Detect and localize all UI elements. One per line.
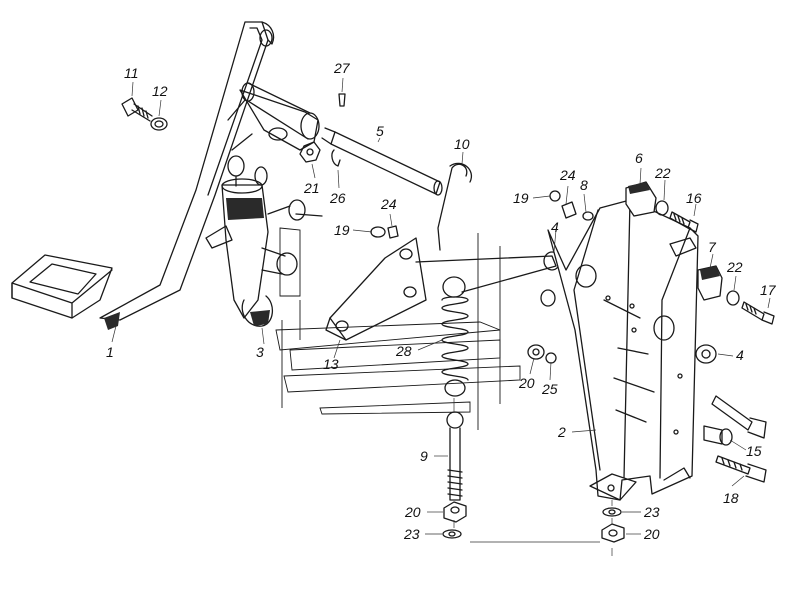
bolt-part-16 (669, 211, 699, 233)
label-part-11: 11 (124, 65, 139, 81)
nut-part-20-right (601, 523, 625, 543)
pin-part-24-right (561, 201, 577, 219)
label-part-3: 3 (256, 344, 264, 360)
label-part-9: 9 (420, 448, 428, 464)
bolt-part-11 (121, 97, 153, 122)
label-part-7: 7 (708, 239, 717, 255)
bolt-part-15 (703, 425, 733, 446)
label-part-19-right: 19 (513, 190, 529, 206)
buffer-part-6 (625, 181, 657, 217)
label-part-23-bottom: 23 (403, 526, 420, 542)
label-part-5: 5 (376, 123, 384, 139)
washer-part-22-right (726, 290, 740, 306)
frame-outline (275, 227, 521, 430)
label-part-23-right: 23 (643, 504, 660, 520)
washer-part-23-right (602, 507, 622, 517)
buffer-part-7 (697, 265, 723, 301)
washer-part-12 (150, 117, 168, 131)
washer-part-8 (582, 211, 594, 221)
linkage-rod (415, 251, 561, 307)
pin-part-24-left (387, 225, 399, 239)
label-part-4-top: 4 (551, 219, 559, 235)
label-part-25: 25 (541, 381, 558, 397)
label-part-4-right: 4 (736, 347, 744, 363)
bolt-part-18 (715, 455, 767, 483)
label-part-12: 12 (152, 83, 168, 99)
label-part-22-right: 22 (726, 259, 743, 275)
label-part-6: 6 (635, 150, 643, 166)
washer-part-23-bottom (442, 529, 462, 539)
washer-part-25 (545, 352, 557, 364)
label-part-20-mid: 20 (518, 375, 535, 391)
label-part-15: 15 (746, 443, 762, 459)
shaft-part-5 (321, 127, 443, 196)
label-part-20-right: 20 (643, 526, 660, 542)
label-part-17: 17 (760, 282, 777, 298)
label-part-2: 2 (557, 424, 566, 440)
washer-part-4 (695, 344, 717, 364)
label-part-19-left: 19 (334, 222, 350, 238)
pedal-arm-part-1 (11, 21, 275, 330)
washer-part-22-top (655, 200, 669, 216)
washer-part-19-left (370, 226, 386, 238)
label-part-10: 10 (454, 136, 470, 152)
label-part-1: 1 (106, 344, 114, 360)
label-part-13: 13 (323, 356, 339, 372)
cotter-pin-part-26 (331, 149, 341, 167)
washer-part-19-right (549, 190, 561, 202)
label-part-21: 21 (303, 180, 320, 196)
nut-part-20-bottom (443, 501, 467, 523)
washer-part-20-mid (527, 344, 545, 360)
label-part-26: 26 (329, 190, 346, 206)
label-part-8: 8 (580, 177, 588, 193)
label-part-24-right: 24 (559, 167, 576, 183)
nut-part-21 (299, 141, 321, 163)
label-part-20-bottom: 20 (404, 504, 421, 520)
label-part-28: 28 (395, 343, 412, 359)
bracket-part-2 (547, 199, 699, 501)
label-part-27: 27 (333, 60, 351, 76)
pin-part-27 (338, 93, 346, 107)
label-part-22-top: 22 (654, 165, 671, 181)
bolt-large (711, 395, 767, 439)
cylinder-part-3 (205, 155, 323, 327)
spring-hook-part-10 (437, 162, 473, 251)
eye-bolt-part-9 (446, 411, 464, 501)
leader-lines (111, 77, 771, 535)
centerlines (453, 398, 613, 556)
bolt-part-17 (741, 301, 775, 325)
label-part-18: 18 (723, 490, 739, 506)
link-plate-part-13 (325, 237, 427, 341)
label-part-16: 16 (686, 190, 702, 206)
callout-labels: 1 2 3 4 4 5 6 7 8 9 10 11 12 13 15 16 17… (106, 60, 777, 542)
label-part-24-left: 24 (380, 196, 397, 212)
coil-spring-part-28 (441, 276, 469, 397)
pivot-bracket (239, 82, 320, 151)
